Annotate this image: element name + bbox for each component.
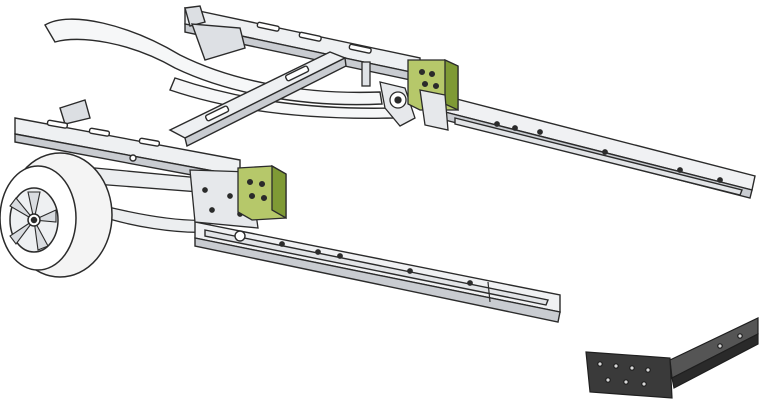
wheel-spokes <box>9 191 57 251</box>
front-crossmember <box>168 51 347 148</box>
left-green-adapter-bracket <box>237 164 287 221</box>
right-green-adapter-bracket <box>407 58 459 131</box>
left-extension-rail <box>194 221 561 323</box>
front-left-wheel <box>0 152 113 278</box>
left-chassis-rail <box>14 99 241 185</box>
rear-dark-bracket-assembly <box>585 317 759 399</box>
right-extension-rail <box>444 95 756 199</box>
spring-hanger <box>361 61 416 127</box>
